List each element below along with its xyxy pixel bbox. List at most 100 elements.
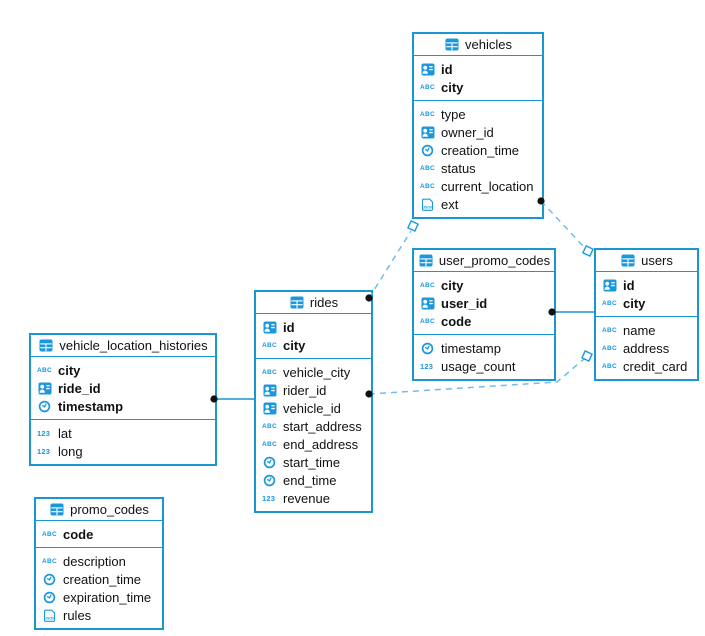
entity-users[interactable]: users id ABC city ABC name ABC address A… [594,248,699,381]
svg-text:JSON: JSON [423,205,433,209]
table-title: vehicle_location_histories [59,338,208,353]
field-row[interactable]: ABC start_address [256,417,371,435]
table-title: users [641,253,673,268]
field-row[interactable]: ride_id [31,379,215,397]
field-name: description [63,553,126,569]
field-name: code [441,313,472,329]
table-header[interactable]: vehicles [414,34,542,56]
abc-text-icon: ABC [42,530,57,538]
field-row[interactable]: ABC status [414,159,542,177]
table-icon [289,296,305,309]
entity-rides[interactable]: rides id ABC city ABC vehicle_city rider… [254,290,373,513]
field-row[interactable]: ABC current_location [414,177,542,195]
field-name: city [58,362,81,378]
field-row[interactable]: ABC name [596,321,697,339]
table-header[interactable]: users [596,250,697,272]
field-row[interactable]: ABC address [596,339,697,357]
field-row[interactable]: ABC code [414,312,554,330]
field-name: rules [63,607,92,623]
field-name: timestamp [441,340,501,356]
id-card-icon [262,402,278,415]
field-row[interactable]: timestamp [31,397,215,415]
field-row[interactable]: 123 usage_count [414,357,554,375]
clock-icon [262,474,278,487]
field-name: owner_id [441,124,494,140]
clock-icon [37,400,53,413]
clock-icon [42,573,58,586]
field-row[interactable]: expiration_time [36,588,162,606]
field-row[interactable]: owner_id [414,123,542,141]
field-row[interactable]: 123 lat [31,424,215,442]
field-row[interactable]: creation_time [36,570,162,588]
field-row[interactable]: ABC description [36,552,162,570]
field-row[interactable]: ABC city [31,361,215,379]
entity-promo-codes[interactable]: promo_codes ABC code ABC description cre… [34,497,164,630]
svg-text:JSON: JSON [45,616,55,620]
field-row[interactable]: ABC credit_card [596,357,697,375]
field-row[interactable]: id [256,318,371,336]
field-row[interactable]: ABC vehicle_city [256,363,371,381]
field-name: id [283,319,295,335]
table-title: vehicles [465,37,512,52]
field-name: creation_time [63,571,142,587]
field-name: address [623,340,670,356]
fields-section: ABC vehicle_city rider_id vehicle_id ABC… [256,358,371,511]
field-row[interactable]: ABC type [414,105,542,123]
field-name: id [623,277,635,293]
entity-user-promo-codes[interactable]: user_promo_codes ABC city user_id ABC co… [412,248,556,381]
field-row[interactable]: ABC city [414,276,554,294]
field-name: ext [441,196,459,212]
primary-key-section: ABC city ride_id timestamp [31,357,215,419]
field-name: expiration_time [63,589,152,605]
field-row[interactable]: ABC code [36,525,162,543]
fields-section: ABC type owner_id creation_time ABC stat… [414,100,542,217]
table-header[interactable]: rides [256,292,371,314]
field-row[interactable]: 123 long [31,442,215,460]
fields-section: 123 lat 123 long [31,419,215,464]
entity-vehicles[interactable]: vehicles id ABC city ABC type owner_id [412,32,544,219]
abc-text-icon: ABC [602,299,617,307]
field-row[interactable]: rider_id [256,381,371,399]
entity-vehicle-location-histories[interactable]: vehicle_location_histories ABC city ride… [29,333,217,466]
field-row[interactable]: ABC city [596,294,697,312]
field-name: city [441,79,464,95]
field-row[interactable]: JSON rules [36,606,162,624]
field-row[interactable]: ABC city [414,78,542,96]
abc-text-icon: ABC [420,317,435,325]
field-row[interactable]: creation_time [414,141,542,159]
clock-icon [420,342,436,355]
id-card-icon [37,382,53,395]
field-row[interactable]: end_time [256,471,371,489]
table-header[interactable]: vehicle_location_histories [31,335,215,357]
field-name: revenue [283,490,330,506]
abc-text-icon: ABC [602,326,617,334]
field-row[interactable]: vehicle_id [256,399,371,417]
field-row[interactable]: ABC city [256,336,371,354]
abc-text-icon: ABC [262,422,277,430]
field-row[interactable]: 123 revenue [256,489,371,507]
field-name: vehicle_id [283,400,341,416]
field-row[interactable]: user_id [414,294,554,312]
field-row[interactable]: ABC end_address [256,435,371,453]
field-row[interactable]: id [414,60,542,78]
field-row[interactable]: start_time [256,453,371,471]
table-title: user_promo_codes [438,253,551,268]
one-end-marker [407,220,419,232]
field-row[interactable]: JSON ext [414,195,542,213]
field-name: vehicle_city [283,364,351,380]
field-row[interactable]: timestamp [414,339,554,357]
field-name: lat [58,425,72,441]
table-title: promo_codes [70,502,149,517]
field-row[interactable]: id [596,276,697,294]
id-card-icon [420,126,436,139]
table-header[interactable]: promo_codes [36,499,162,521]
field-name: end_time [283,472,337,488]
id-card-icon [420,63,436,76]
abc-text-icon: ABC [420,110,435,118]
table-header[interactable]: user_promo_codes [414,250,554,272]
number-icon: 123 [262,493,276,503]
field-name: id [441,61,453,77]
relationship-rides-vehicles[interactable] [365,220,419,302]
id-card-icon [420,297,436,310]
